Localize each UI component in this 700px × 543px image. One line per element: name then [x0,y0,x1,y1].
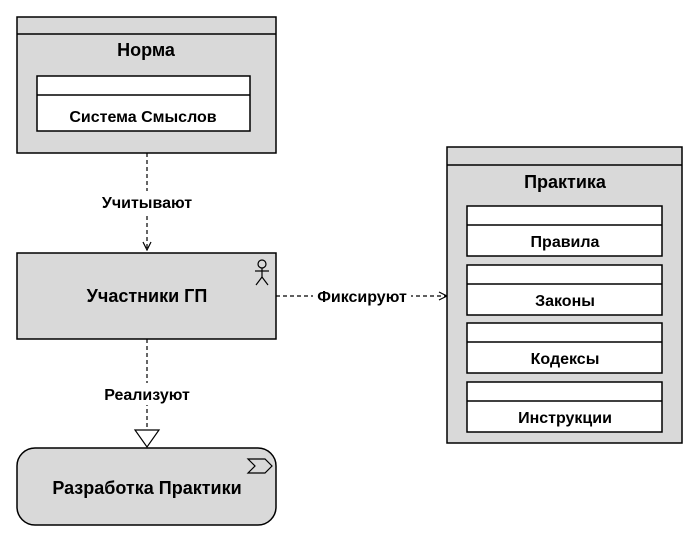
edge-consider: Учитывают [95,153,199,250]
edge-realize-label: Реализуют [104,387,190,404]
development-title: Разработка Практики [52,478,241,498]
edge-record: Фиксируют [276,285,447,307]
process-arrow-icon [246,458,273,474]
practice-item-instructions[interactable]: Инструкции [466,381,663,433]
norma-item-system[interactable]: Система Смыслов [36,75,251,132]
development-node[interactable]: Разработка Практики [16,447,277,526]
realization-arrowhead-icon [133,429,161,449]
practice-node[interactable]: Практика Правила Законы Кодексы Инструкц… [446,146,683,444]
norma-item-label: Система Смыслов [69,109,216,126]
practice-item-rules[interactable]: Правила [466,205,663,257]
edge-realize: Реализуют [97,339,197,449]
norma-node[interactable]: Норма Система Смыслов [16,16,277,154]
edge-consider-label: Учитывают [102,195,192,212]
edge-record-label: Фиксируют [317,289,407,306]
practice-item-label: Инструкции [518,410,612,427]
practice-item-label: Законы [535,293,595,310]
norma-title: Норма [117,40,176,60]
participants-title: Участники ГП [87,286,208,306]
practice-item-label: Правила [531,234,600,251]
participants-node[interactable]: Участники ГП [16,252,277,340]
practice-item-laws[interactable]: Законы [466,264,663,316]
practice-item-label: Кодексы [531,351,600,368]
practice-item-codes[interactable]: Кодексы [466,322,663,374]
actor-icon [255,259,269,286]
practice-title: Практика [524,172,607,192]
